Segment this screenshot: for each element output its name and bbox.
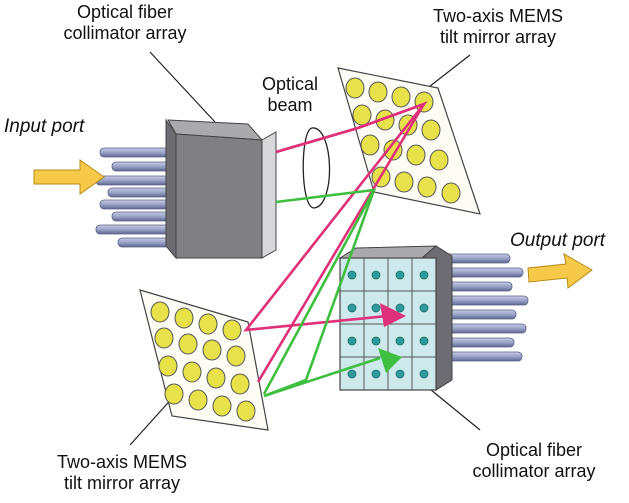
leader-collimator-top <box>149 51 216 123</box>
label-collimator-top: Optical fiber collimator array <box>63 2 187 43</box>
mems-mirrors-bottom <box>150 301 256 422</box>
leader-lines <box>129 51 481 446</box>
beam-paths <box>243 101 428 398</box>
output-collimator-lenses <box>347 270 429 379</box>
beam-green-2 <box>263 189 381 398</box>
beam-green-arrowhead <box>378 348 402 373</box>
label-input-port: Input port <box>4 116 85 137</box>
input-collimator-face <box>261 131 277 259</box>
input-collimator-front <box>165 118 177 260</box>
beam-magenta-arrowhead <box>380 303 406 327</box>
mems-mirror-array-top <box>337 67 481 215</box>
beam-magenta-2 <box>256 101 427 383</box>
label-optical-beam: Optical beam <box>261 74 319 115</box>
label-collimator-bottom: Optical fiber collimator array <box>472 440 596 481</box>
input-arrow-icon <box>33 159 105 195</box>
label-output-port: Output port <box>510 230 606 251</box>
input-collimator-side <box>175 133 263 259</box>
output-fibers <box>439 253 529 362</box>
mems-mirrors-top <box>345 77 461 204</box>
output-arrow-icon <box>527 253 593 289</box>
leader-collimator-bottom <box>424 384 481 431</box>
label-mems-top: Two-axis MEMS tilt mirror array <box>432 6 564 47</box>
optical-beam-bracket <box>302 127 331 209</box>
leader-mems-top <box>424 54 471 91</box>
label-mems-bottom: Two-axis MEMS tilt mirror array <box>56 452 188 493</box>
leader-mems-bottom <box>129 394 176 446</box>
mems-mirror-array-bottom <box>139 289 269 431</box>
input-collimator-array <box>95 118 277 260</box>
